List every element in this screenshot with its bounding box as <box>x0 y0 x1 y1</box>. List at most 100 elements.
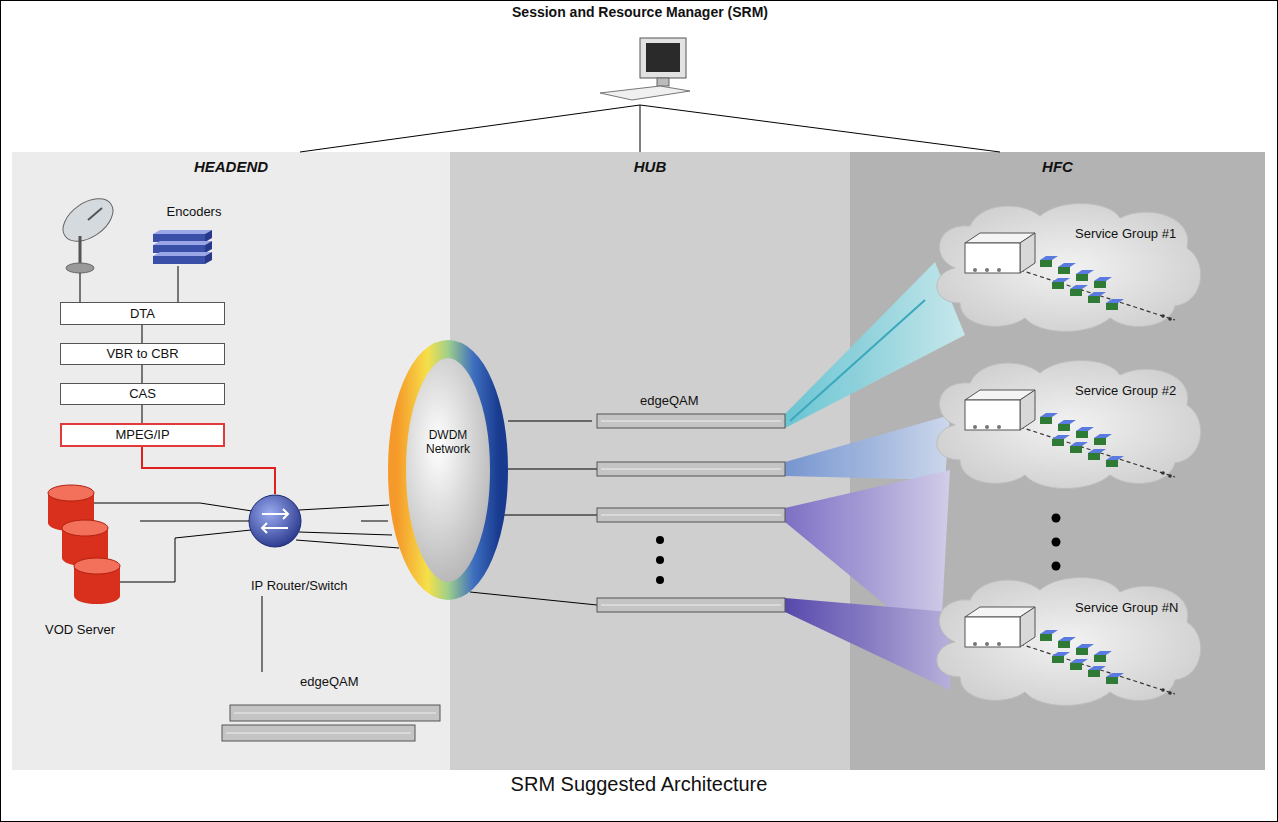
edgeqam-node: edgeQAM <box>215 672 445 744</box>
ellipsis-dots <box>656 556 664 564</box>
connector <box>640 105 641 152</box>
encoder-icon <box>205 230 212 242</box>
encoder-icon <box>153 230 212 234</box>
edgeqam-unit <box>226 733 411 734</box>
edgeqam-unit <box>230 705 440 721</box>
ring-outline <box>388 340 508 600</box>
router-icon <box>262 509 288 533</box>
computer-icon <box>600 38 690 100</box>
dwdm-ring: DWDM Network <box>388 340 508 600</box>
ellipsis-dots <box>656 514 1061 585</box>
edgeqam-unit <box>234 713 436 714</box>
edgeqam-unit <box>601 469 781 470</box>
process-box: VBR to CBR <box>60 343 225 365</box>
node-label: Service Group #N <box>1075 600 1178 616</box>
connector <box>508 421 592 422</box>
encoder-node: Encoders <box>148 204 240 266</box>
vod-disks <box>74 558 120 574</box>
connector <box>178 266 179 302</box>
service-group-equipment <box>965 607 1175 695</box>
node-label: Service Group #2 <box>1075 383 1176 399</box>
server-node: VOD Server <box>35 478 140 640</box>
node-label: Service Group #1 <box>1075 226 1176 242</box>
signal-beams <box>785 262 965 690</box>
extra-wires <box>503 469 597 470</box>
extra-wires <box>296 540 399 548</box>
node-label: edgeQAM <box>640 393 699 409</box>
extra-wires <box>498 515 597 516</box>
connector <box>142 365 143 383</box>
computer-icon <box>640 38 686 78</box>
vod-disks <box>48 485 94 501</box>
edgeqam-unit <box>222 725 415 741</box>
satellite-dish <box>79 236 82 266</box>
router-icon <box>249 495 301 547</box>
node-label: IP Router/Switch <box>251 578 348 594</box>
edgeqam-unit <box>597 414 785 428</box>
connector <box>361 521 388 522</box>
edgeqam-unit <box>601 605 781 606</box>
connector <box>142 447 275 494</box>
cloud-outline <box>925 572 1205 707</box>
encoder-icon <box>153 230 212 264</box>
vod-disks <box>74 588 120 604</box>
node-label: DWDM Network <box>413 428 483 457</box>
edgeqam-unit <box>601 515 781 516</box>
service-group-cloud: Service Group #N <box>925 572 1205 707</box>
ring-outline <box>397 349 499 591</box>
connector <box>262 596 263 672</box>
ellipsis-dots <box>1052 514 1061 523</box>
encoder-icon <box>205 252 212 264</box>
region-band: HUBedgeQAM <box>450 152 850 770</box>
edgeqam-unit <box>601 421 781 422</box>
satellite-dish <box>88 208 102 220</box>
edgeqam-unit <box>597 462 785 476</box>
encoder-icon <box>153 241 212 245</box>
encoder-icon <box>153 234 205 242</box>
signal-beams <box>785 598 950 690</box>
region-bands <box>12 152 1265 770</box>
satellite-dish <box>55 190 120 302</box>
extra-wires <box>120 530 251 582</box>
caption: SRM Suggested Architecture <box>511 772 768 796</box>
region-bands <box>12 152 450 770</box>
cloud-outline <box>937 203 1201 331</box>
satellite-dish <box>55 190 120 250</box>
signal-beams <box>785 415 950 480</box>
region-band: HFC Service Group #1 Service Group #2 Servi… <box>850 152 1265 770</box>
node-label: MPEG/IP <box>115 427 169 443</box>
encoder-icon <box>153 252 212 256</box>
connector <box>140 521 249 522</box>
node-label: edgeQAM <box>300 674 359 690</box>
process-box: MPEG/IP <box>60 423 225 447</box>
router-icon <box>249 495 301 547</box>
connector <box>142 325 143 343</box>
node-label: CAS <box>129 386 156 402</box>
satellite-dish <box>80 273 81 302</box>
connector <box>790 300 925 421</box>
router-node: IP Router/Switch <box>249 494 361 596</box>
node-label: VOD Server <box>45 622 115 638</box>
extra-wires <box>470 592 597 605</box>
computer-icon <box>600 86 690 100</box>
connector <box>640 105 1000 152</box>
process-box: CAS <box>60 383 225 405</box>
service-group-equipment <box>965 390 1175 478</box>
node-label: HFC <box>1042 158 1073 176</box>
service-group-cloud: Service Group #2 <box>925 355 1205 490</box>
computer-icon <box>657 78 669 86</box>
satellite-dish <box>66 263 94 273</box>
node-label: Session and Resource Manager (SRM) <box>512 4 768 21</box>
edgeqam-unit <box>597 508 785 522</box>
cloud-outline <box>937 577 1201 705</box>
node-label: HEADEND <box>194 158 268 176</box>
encoder-icon <box>205 241 212 253</box>
caption-area: SRM Suggested Architecture <box>0 772 1278 796</box>
extra-wires <box>94 469 597 605</box>
node-label: DTA <box>130 306 155 322</box>
computer-icon <box>646 43 680 72</box>
cloud-outline <box>937 360 1201 488</box>
manager-node: Session and Resource Manager (SRM) <box>440 4 840 105</box>
